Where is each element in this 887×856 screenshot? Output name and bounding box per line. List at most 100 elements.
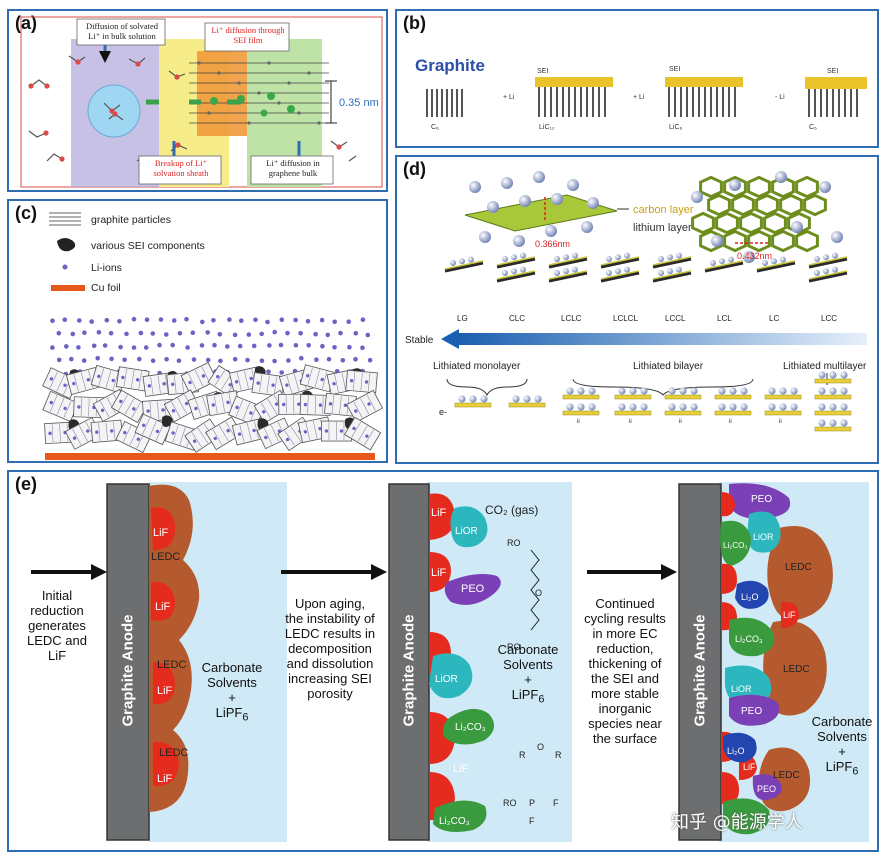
particle-layer-line [260,402,271,419]
plus-li-2: + Li [633,94,645,101]
li-ion-dot [205,357,211,363]
particle-layer-line [201,366,210,384]
stack-carbon-sheet [652,271,692,283]
stack-carbon-highlight [808,256,848,266]
li-ion-dot [124,331,129,337]
anode-label-3: Graphite Anode [691,614,709,727]
particle-li-ion [324,429,329,433]
stage1-lif-4: LiF [157,773,173,785]
li-ion-dot [77,318,82,323]
li-ion-dot [82,330,87,335]
li-ion-dot [360,317,366,322]
honeycomb-cell [699,175,723,199]
mol-ro-top: RO [507,538,521,548]
config-li-atom [668,387,676,395]
bilayer-brace [572,378,754,396]
li-ion-dot [272,358,277,364]
stack-carbon-highlight [548,256,588,266]
stage1-ledc-1: LEDC [151,551,180,563]
config-roman-label: ii [729,419,732,425]
config-li-atom [818,371,826,379]
honeycomb-cell [739,211,763,235]
panel-d-label: (d) [403,159,426,179]
stage2-line-2: the instability of [285,611,375,626]
lipf6-label: LiPF6 [805,759,877,780]
config-li-atom [480,395,488,403]
anode-label-2: Graphite Anode [400,614,418,727]
panel-e-label: (e) [15,474,37,494]
stage3-line-5: thickening of [588,656,662,671]
stage1-line-2: reduction [30,603,84,618]
li-ion-dot [185,345,190,350]
graphene-dots [197,61,321,125]
particle-layer-line [312,420,318,439]
particle-layer-line [157,401,160,420]
config-li-atom [740,387,748,395]
li-ion-dot [157,342,162,348]
stage3-li2o-2: Li₂O [727,746,745,756]
particle-layer-line [49,371,58,389]
config-carbon-sheet [814,410,852,416]
config-li-atom [618,403,626,411]
honeycomb-cell [699,229,723,253]
stack-carbon-highlight [600,270,640,280]
config-li-atom [779,403,787,411]
particle-layer-line [138,371,142,390]
particle-li-ion [188,380,192,385]
particle-layer-line [351,421,362,438]
stack-li-atom [606,256,612,262]
config-carbon-sheet [562,394,600,400]
li-ion-dot [164,332,169,337]
config-li-atom [458,395,466,403]
li-ion-dot [164,357,169,362]
particle-layer-line [88,398,90,417]
li-ion-dot [286,358,291,363]
li-ion-dot [177,331,183,336]
honeycomb-cell [707,193,731,217]
li-ion-dot [266,369,271,375]
stack-label-lclcl: LCLCL [613,314,638,323]
graphite-particle [346,389,384,423]
particle-li-ion [86,429,90,433]
legend-li: Li-ions [91,262,122,274]
config-carbon-sheet [764,410,802,416]
panel-e: (e) LiF LEDC LiF LEDC LiF LEDC LiF [7,470,879,852]
stage3-lif-1: LiF [783,610,796,620]
particle-li-ion [354,409,358,413]
particle-li-ion [72,381,76,386]
particle-li-ion [95,430,99,434]
config-li-atom [740,403,748,411]
config-carbon-sheet [764,394,802,400]
particle-layer-line [112,372,119,390]
honeycomb-cell [691,211,715,235]
stack-li-atom [832,252,838,259]
bilayer-label: Lithiated bilayer [633,361,704,372]
particle-layer-line [172,425,179,443]
watermark: 知乎 @能源学人 [671,812,803,833]
li-ion-dot [232,356,238,362]
stack-label-lclc: LCLC [561,314,582,323]
stack-li-atom [502,270,508,276]
config-li-atom [566,403,574,411]
particle-li-ion [123,430,127,435]
li-ion-dot [227,317,232,322]
cu-foil-legend-icon [51,285,85,291]
particle-li-ion [264,435,268,440]
li-ion-dot [108,330,114,336]
particle-layer-line [56,374,65,392]
particle-li-ion [235,405,239,410]
multilayer-label: Lithiated multilayer [783,361,867,372]
li-ion-dot [326,356,332,362]
graphite-c6-stack [426,89,463,117]
li-ion-dot [56,330,62,336]
stack-li-atom [667,254,673,261]
particle-li-ion [249,376,253,381]
particle-layer-line [357,425,368,442]
lic12-label: LiC₁₂ [539,124,555,131]
plus-li-1: + Li [503,94,515,101]
stage3-ledc-1: LEDC [785,562,812,573]
lipf6-label: LiPF6 [483,687,573,708]
config-carbon-sheet [454,402,492,408]
particle-layer-line [195,399,202,417]
config-li-atom [534,395,542,403]
